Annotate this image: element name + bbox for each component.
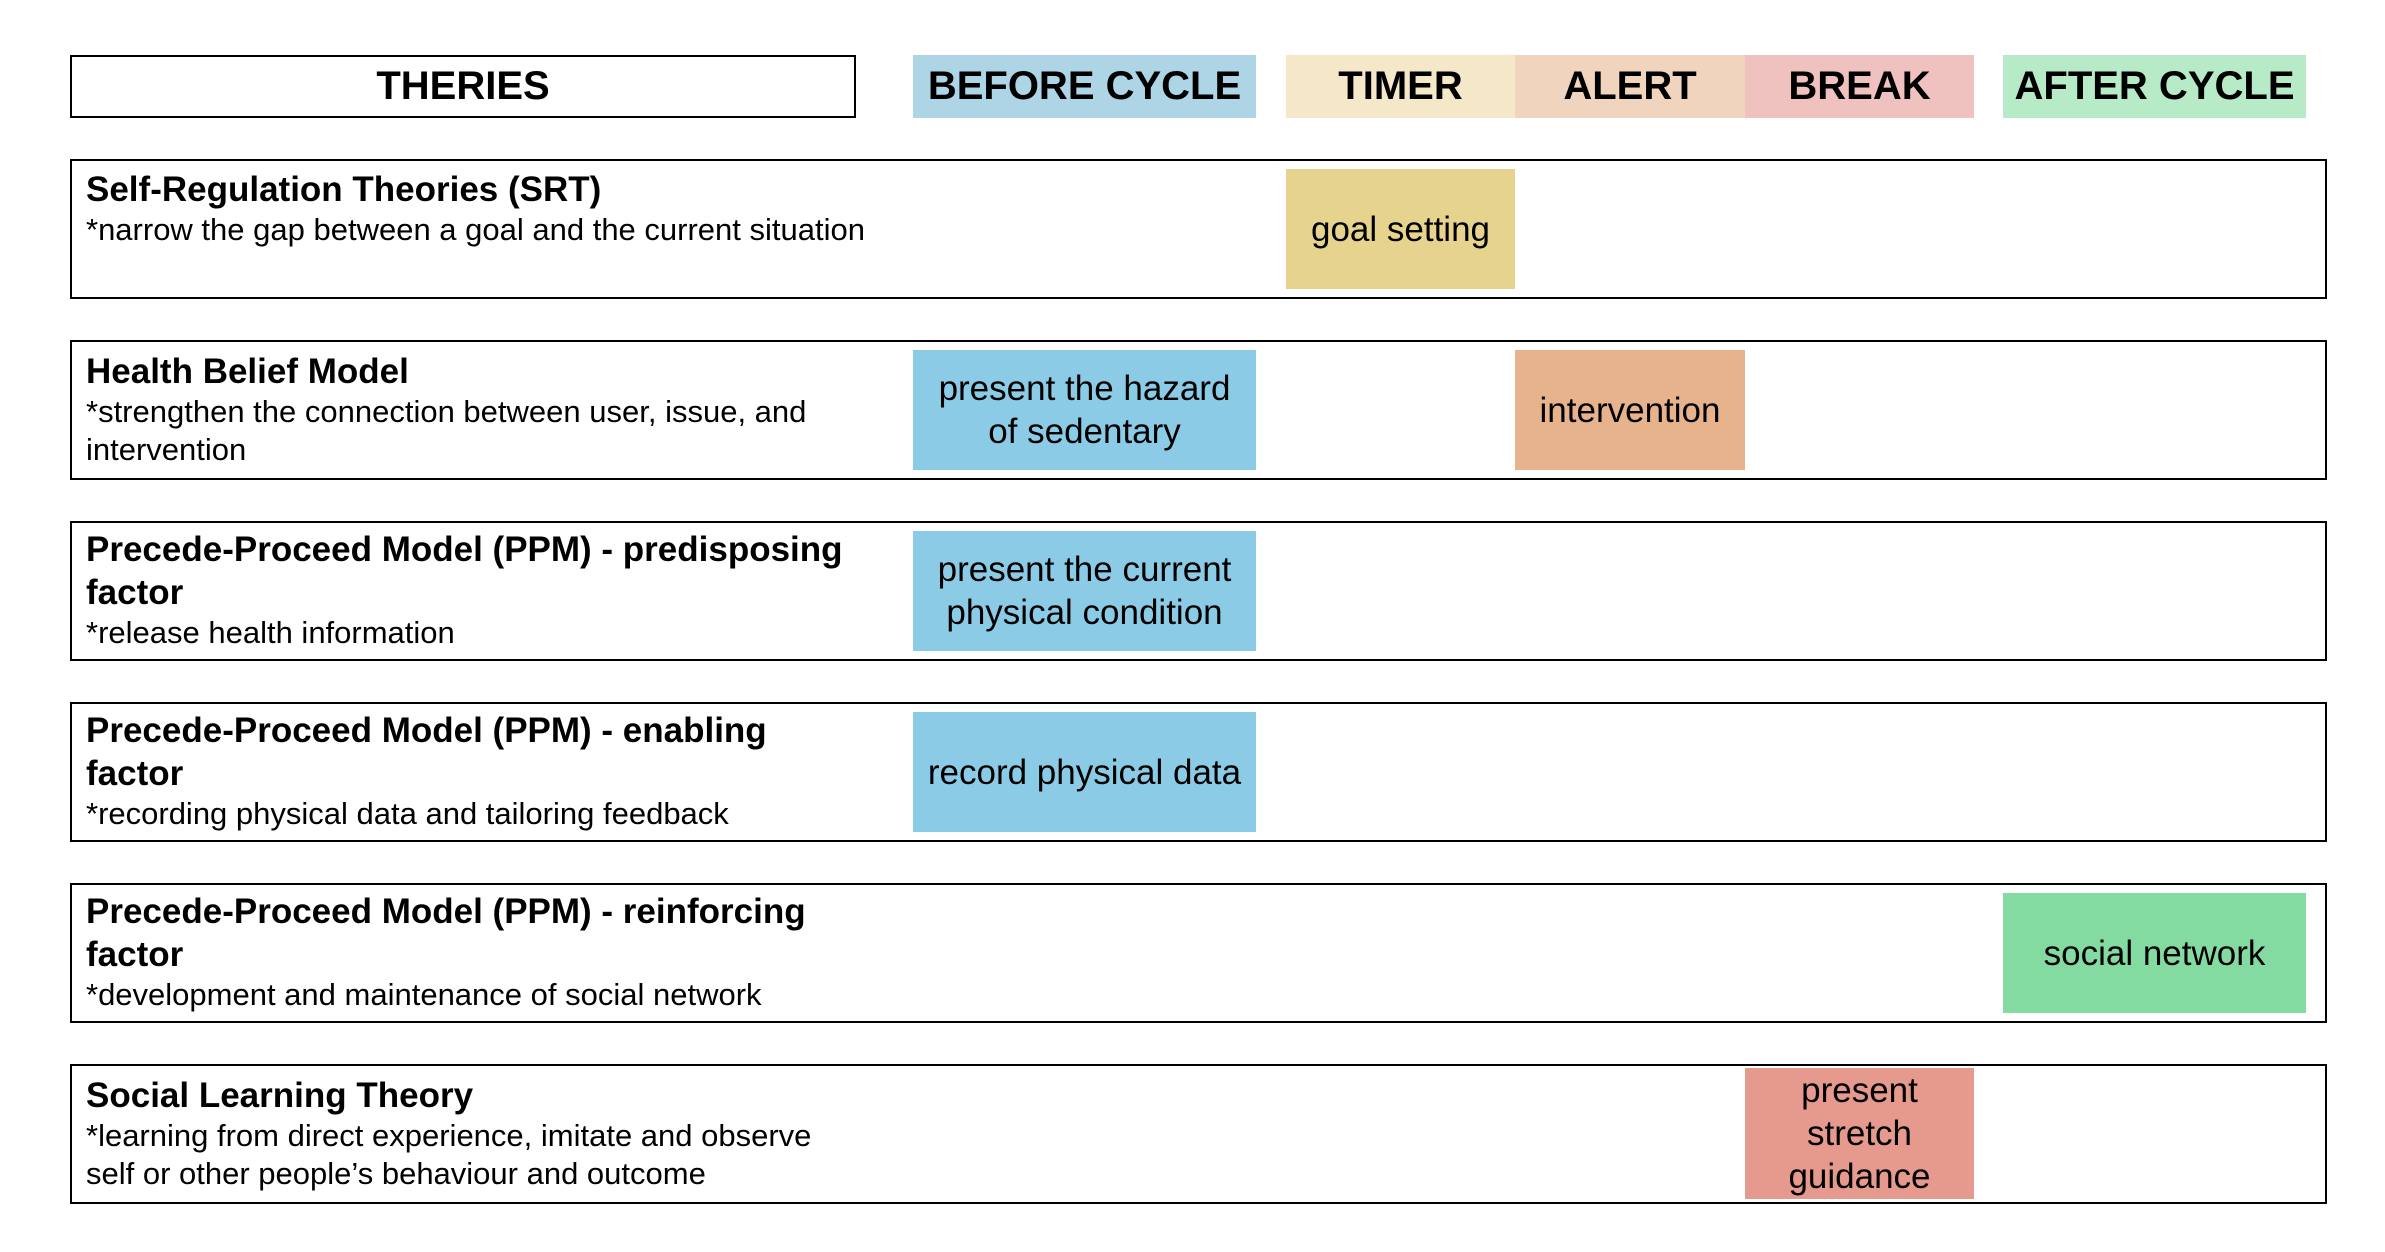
theory-title: Precede-Proceed Model (PPM) - enabling f…	[86, 711, 767, 793]
cell-stretch-guidance: present stretch guidance	[1745, 1068, 1974, 1199]
theory-label-social-learning: Social Learning Theory *learning from di…	[86, 1074, 866, 1193]
theory-title: Self-Regulation Theories (SRT)	[86, 170, 602, 209]
theory-title: Social Learning Theory	[86, 1076, 474, 1115]
cell-present-hazard: present the hazard of sedentary	[913, 350, 1256, 470]
theory-description: *narrow the gap between a goal and the c…	[86, 212, 865, 247]
header-timer: TIMER	[1286, 55, 1515, 118]
theory-description: *release health information	[86, 615, 455, 650]
theory-label-ppm-predisposing: Precede-Proceed Model (PPM) - predisposi…	[86, 528, 866, 652]
theory-description: *strengthen the connection between user,…	[86, 394, 807, 467]
theory-label-ppm-reinforcing: Precede-Proceed Model (PPM) - reinforcin…	[86, 890, 866, 1014]
cell-present-condition: present the current physical condition	[913, 531, 1256, 651]
cell-social-network: social network	[2003, 893, 2306, 1013]
theory-title: Precede-Proceed Model (PPM) - predisposi…	[86, 530, 843, 612]
header-before-cycle: BEFORE CYCLE	[913, 55, 1256, 118]
theory-description: *recording physical data and tailoring f…	[86, 796, 729, 831]
header-break: BREAK	[1745, 55, 1974, 118]
cell-goal-setting: goal setting	[1286, 169, 1515, 289]
theory-label-ppm-enabling: Precede-Proceed Model (PPM) - enabling f…	[86, 709, 866, 833]
theory-label-srt: Self-Regulation Theories (SRT) *narrow t…	[86, 168, 866, 249]
header-theories: THERIES	[70, 55, 856, 118]
theory-row-ppm-reinforcing	[70, 883, 2327, 1023]
header-after-cycle: AFTER CYCLE	[2003, 55, 2306, 118]
theory-title: Precede-Proceed Model (PPM) - reinforcin…	[86, 892, 806, 974]
theory-title: Health Belief Model	[86, 352, 409, 391]
header-alert: ALERT	[1515, 55, 1745, 118]
cell-intervention: intervention	[1515, 350, 1745, 470]
theory-row-srt	[70, 159, 2327, 299]
theory-label-health-belief: Health Belief Model *strengthen the conn…	[86, 350, 866, 469]
theory-description: *development and maintenance of social n…	[86, 977, 762, 1012]
theory-description: *learning from direct experience, imitat…	[86, 1118, 812, 1191]
cell-record-data: record physical data	[913, 712, 1256, 832]
